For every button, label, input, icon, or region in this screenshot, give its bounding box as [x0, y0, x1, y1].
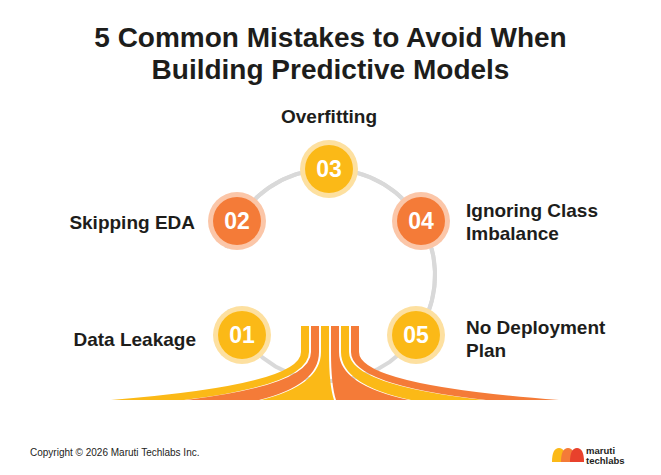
mistake-label: Data Leakage — [36, 309, 196, 369]
logo-text: maruti — [586, 445, 615, 456]
circle-halo — [392, 192, 450, 250]
number-circle: 05No Deployment Plan — [387, 306, 445, 364]
callout-number: 04 — [392, 192, 450, 250]
copyright-note: Copyright © 2026 Maruti Techlabs Inc. — [30, 447, 200, 458]
callout-number: 01 — [213, 306, 271, 364]
mistake-label: Overfitting — [229, 102, 429, 130]
mistake-label: Ignoring Class Imbalance — [466, 192, 628, 252]
logo-symbol — [552, 448, 584, 462]
circle-halo — [208, 192, 266, 250]
mistake-label: No Deployment Plan — [466, 309, 628, 369]
circle-halo — [300, 140, 358, 198]
callout-number: 02 — [208, 192, 266, 250]
ring-connector — [256, 173, 301, 199]
mistake-label: Skipping EDA — [35, 192, 195, 252]
diagram-title: 5 Common Mistakes to Avoid When Building… — [60, 22, 601, 86]
funnel-stripe — [261, 326, 334, 400]
ring-connector — [358, 173, 403, 199]
circle-halo — [387, 306, 445, 364]
number-circle: 04Ignoring Class Imbalance — [392, 192, 450, 250]
logo-hump — [570, 448, 584, 462]
number-circle: 01Data Leakage — [213, 306, 271, 364]
callout-number: 03 — [300, 140, 358, 198]
ring-connector — [429, 248, 435, 309]
number-circle: 02Skipping EDA — [208, 192, 266, 250]
logo-text: techlabs — [586, 455, 625, 466]
callout-number: 05 — [387, 306, 445, 364]
circle-halo — [213, 306, 271, 364]
number-circle: 03Overfitting — [300, 140, 358, 198]
